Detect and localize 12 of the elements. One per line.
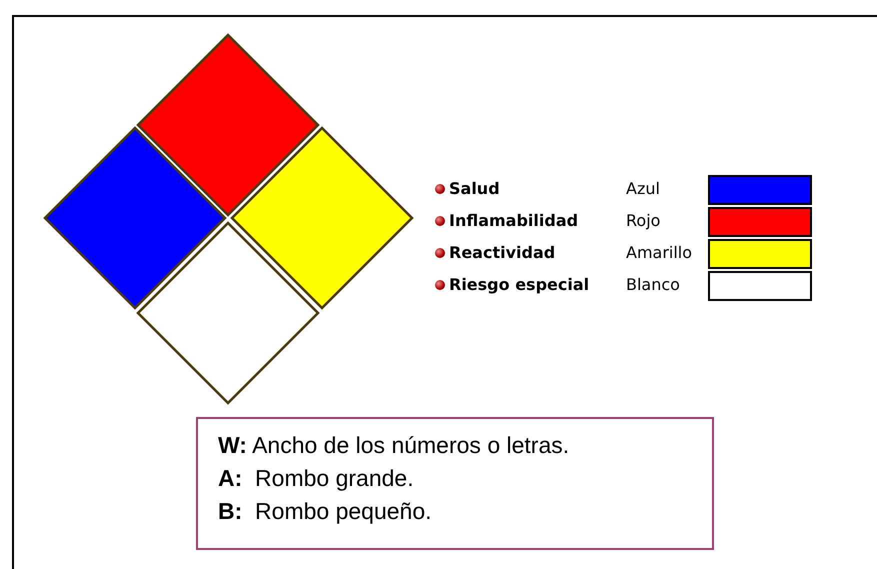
legend-label: Reactividad bbox=[449, 243, 556, 262]
color-name: Blanco bbox=[626, 275, 680, 294]
note-box bbox=[196, 417, 714, 550]
color-name: Azul bbox=[626, 179, 660, 198]
note-text: W: Ancho de los números o letras. bbox=[218, 431, 570, 460]
legend-label: Inflamabilidad bbox=[449, 211, 578, 230]
legend-label: Salud bbox=[449, 179, 500, 198]
legend-label: Riesgo especial bbox=[449, 275, 590, 294]
color-name: Rojo bbox=[626, 211, 660, 230]
color-name: Amarillo bbox=[626, 243, 692, 262]
note-text: A: Rombo grande. bbox=[218, 464, 415, 493]
note-text: B: Rombo pequeño. bbox=[218, 497, 433, 526]
